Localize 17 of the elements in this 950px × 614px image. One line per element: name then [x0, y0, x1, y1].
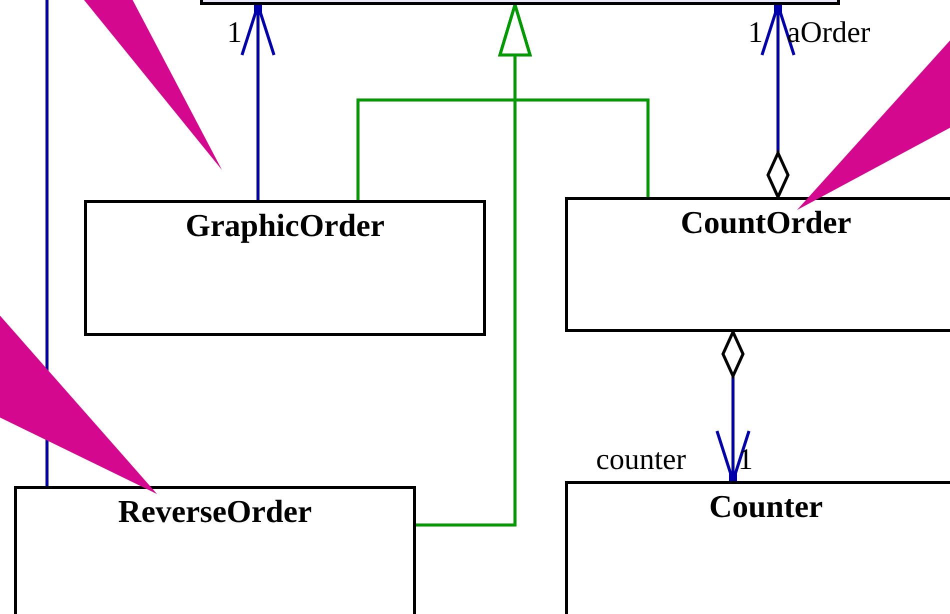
class-name: Counter	[708, 488, 824, 525]
role-label: 1	[227, 18, 242, 48]
role-label: counter	[596, 445, 686, 475]
class-name: GraphicOrder	[184, 207, 386, 244]
association-line	[716, 330, 750, 482]
role-label: aOrder	[787, 18, 870, 48]
multiplicity-label: 1	[738, 445, 753, 475]
class-name: ReverseOrder	[117, 493, 313, 530]
class-box	[565, 197, 950, 332]
generalization-arrow	[416, 4, 532, 526]
class-name: CountOrder	[680, 204, 852, 241]
class-box	[14, 486, 416, 614]
class-box	[84, 200, 486, 336]
class-box	[565, 481, 950, 614]
multiplicity-label: 1	[748, 18, 763, 48]
association-line	[760, 4, 796, 198]
association-line	[240, 4, 276, 200]
